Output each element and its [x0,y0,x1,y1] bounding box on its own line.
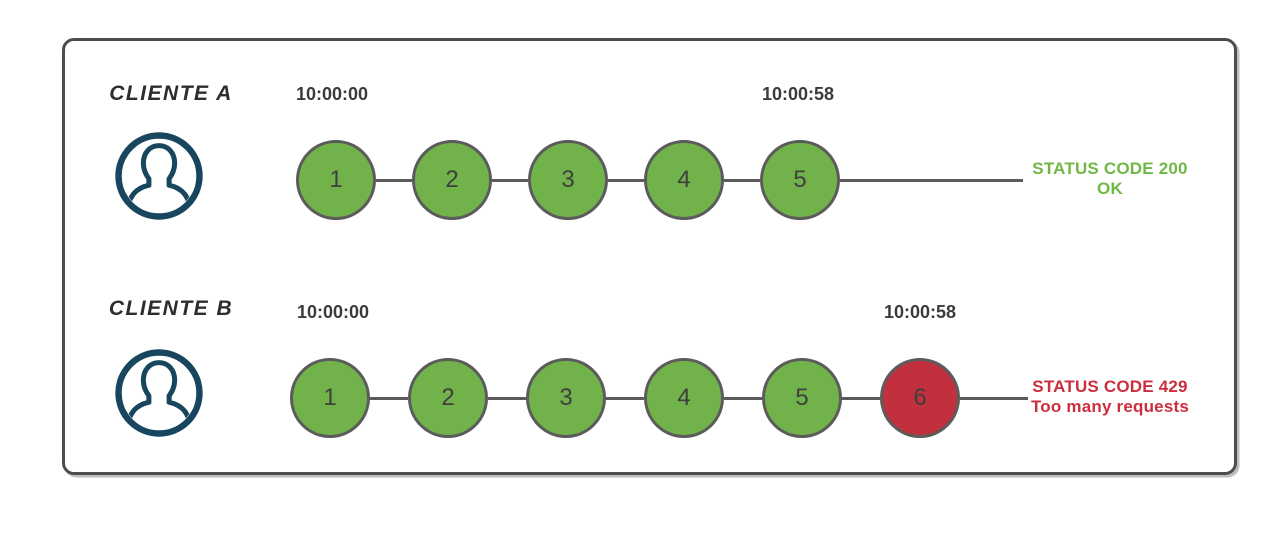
status-line-1: STATUS CODE 429 [1032,377,1188,396]
connector-line [370,396,408,400]
request-node-6: 6 [880,358,960,438]
client-b-label: CLIENTE B [108,297,234,320]
connector-line [724,396,762,400]
user-avatar-icon [113,130,205,222]
status-line-1: STATUS CODE 200 [1032,159,1188,178]
status-line-2: Too many requests [1030,397,1189,416]
connector-line [842,396,880,400]
connector-line [376,178,412,182]
request-node-1: 1 [290,358,370,438]
connector-line [724,178,760,182]
request-node-1: 1 [296,140,376,220]
request-node-5: 5 [760,140,840,220]
status-code-text: STATUS CODE 429 Too many requests [1024,377,1196,417]
status-code-text: STATUS CODE 200 OK [1026,159,1194,199]
request-node-4: 4 [644,358,724,438]
end-timestamp: 10:00:58 [761,84,835,104]
request-node-4: 4 [644,140,724,220]
connector-line [492,178,528,182]
end-timestamp: 10:00:58 [883,302,957,322]
request-node-2: 2 [412,140,492,220]
request-node-3: 3 [528,140,608,220]
start-timestamp: 10:00:00 [296,302,370,322]
request-node-3: 3 [526,358,606,438]
connector-line [606,396,644,400]
connector-line [608,178,644,182]
request-node-5: 5 [762,358,842,438]
user-avatar-icon [113,347,205,439]
timeline-tail-line [840,178,1023,182]
start-timestamp: 10:00:00 [295,84,369,104]
status-line-2: OK [1097,179,1123,198]
request-node-2: 2 [408,358,488,438]
client-a-label: CLIENTE A [109,82,233,105]
connector-line [488,396,526,400]
timeline-tail-line [960,396,1028,400]
